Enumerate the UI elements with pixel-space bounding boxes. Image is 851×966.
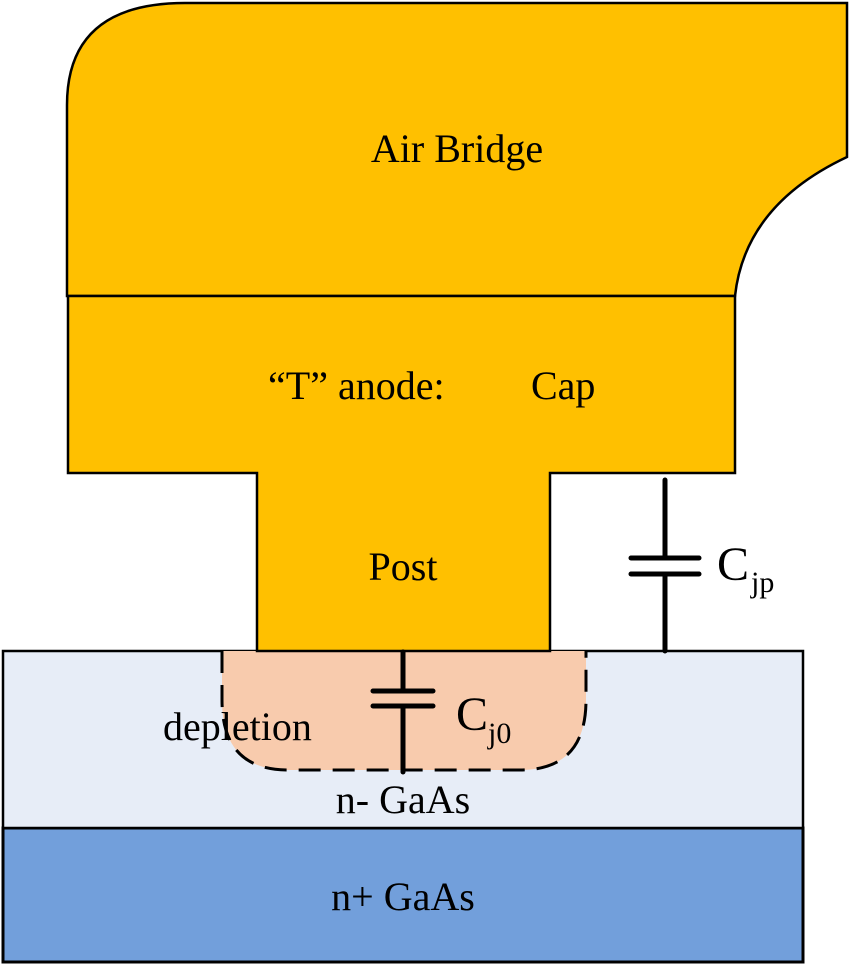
cap-label: Cap <box>531 363 595 408</box>
cjp-label: C jp <box>717 538 774 599</box>
n-plus-gaas-layer <box>1 826 805 964</box>
cj0-capacitor-icon <box>370 649 436 775</box>
cj0-label: C j0 <box>456 688 511 750</box>
post-label: Post <box>369 544 438 589</box>
air-bridge <box>65 1 849 298</box>
t-anode <box>66 294 737 653</box>
cj0-label-main: C <box>456 688 488 741</box>
depletion-label: depletion <box>163 704 312 749</box>
air-bridge-label: Air Bridge <box>371 126 543 171</box>
t-anode-label: “T” anode: <box>268 363 445 408</box>
cjp-label-subscript: jp <box>750 566 774 599</box>
cjp-capacitor-icon <box>628 477 702 654</box>
n-plus-gaas-label: n+ GaAs <box>331 874 475 919</box>
cjp-label-main: C <box>717 538 749 591</box>
cj0-label-subscript: j0 <box>487 717 511 750</box>
n-minus-gaas-label: n- GaAs <box>336 777 470 822</box>
